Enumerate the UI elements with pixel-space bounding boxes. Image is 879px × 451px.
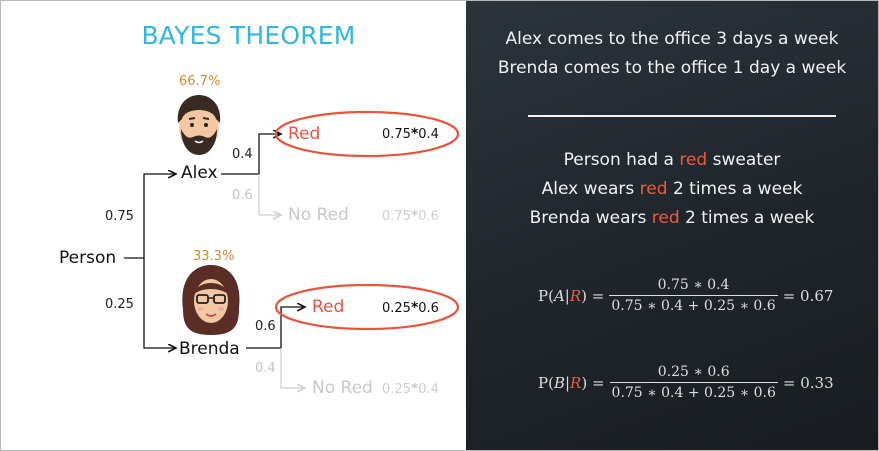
- evidence-line: Person had a red sweater: [563, 150, 781, 170]
- person-node[interactable]: Person: [59, 248, 117, 268]
- formula-alex: P(A|R) = 0.75 ∗ 0.4 0.75 ∗ 0.4 + 0.25 ∗ …: [538, 277, 834, 314]
- page-title: BAYES THEOREM: [141, 21, 356, 50]
- alex-nored-product: 0.75*0.6: [382, 208, 439, 224]
- alex-red-label[interactable]: Red: [288, 124, 321, 144]
- brenda-schedule-text: Brenda comes to the office 1 day a week: [497, 58, 847, 78]
- brenda-nored-label[interactable]: No Red: [312, 378, 373, 398]
- brenda-nored-product: 0.25*0.4: [382, 381, 439, 397]
- edge-alex-red: [221, 134, 281, 175]
- brenda-red-oval: [274, 283, 460, 331]
- alex-edge-prob: 0.75: [105, 209, 134, 224]
- edge-to-alex: [143, 174, 176, 258]
- alex-red-oval: [274, 110, 460, 158]
- edge-alex-nored: [258, 174, 281, 215]
- divider: [528, 115, 836, 117]
- alex-schedule-text: Alex comes to the office 3 days a week: [505, 29, 839, 49]
- formula-brenda: P(B|R) = 0.25 ∗ 0.6 0.75 ∗ 0.4 + 0.25 ∗ …: [538, 364, 834, 401]
- brenda-edge-prob: 0.25: [105, 297, 134, 312]
- brenda-node[interactable]: Brenda: [179, 339, 240, 359]
- alex-red-prob: 0.4: [232, 147, 253, 162]
- brenda-avatar-icon: [182, 265, 240, 335]
- explanation-panel: Alex comes to the office 3 days a week B…: [466, 1, 878, 450]
- brenda-red-prob: 0.6: [255, 319, 276, 334]
- brenda-red-rate-line: Brenda wears red 2 times a week: [529, 208, 815, 228]
- brenda-nored-prob: 0.4: [255, 361, 276, 376]
- tree-connectors: [124, 95, 460, 450]
- brenda-percent: 33.3%: [193, 249, 235, 264]
- brenda-red-product: 0.25*0.6: [382, 300, 439, 316]
- alex-red-product: 0.75*0.4: [382, 126, 439, 142]
- formula-brenda-fraction: 0.25 ∗ 0.6 0.75 ∗ 0.4 + 0.25 ∗ 0.6: [609, 364, 778, 401]
- alex-node[interactable]: Alex: [181, 163, 218, 183]
- alex-avatar-icon: [177, 95, 221, 155]
- edge-brenda-red: [246, 307, 305, 349]
- tree-panel: BAYES THEOREM: [1, 1, 466, 450]
- formula-alex-fraction: 0.75 ∗ 0.4 0.75 ∗ 0.4 + 0.25 ∗ 0.6: [609, 277, 778, 314]
- edge-brenda-nored: [280, 348, 305, 388]
- alex-red-rate-line: Alex wears red 2 times a week: [541, 179, 803, 199]
- alex-nored-label[interactable]: No Red: [288, 205, 349, 225]
- alex-percent: 66.7%: [179, 74, 221, 89]
- brenda-red-label[interactable]: Red: [312, 297, 345, 317]
- edge-to-brenda: [143, 258, 176, 348]
- alex-nored-prob: 0.6: [232, 188, 253, 203]
